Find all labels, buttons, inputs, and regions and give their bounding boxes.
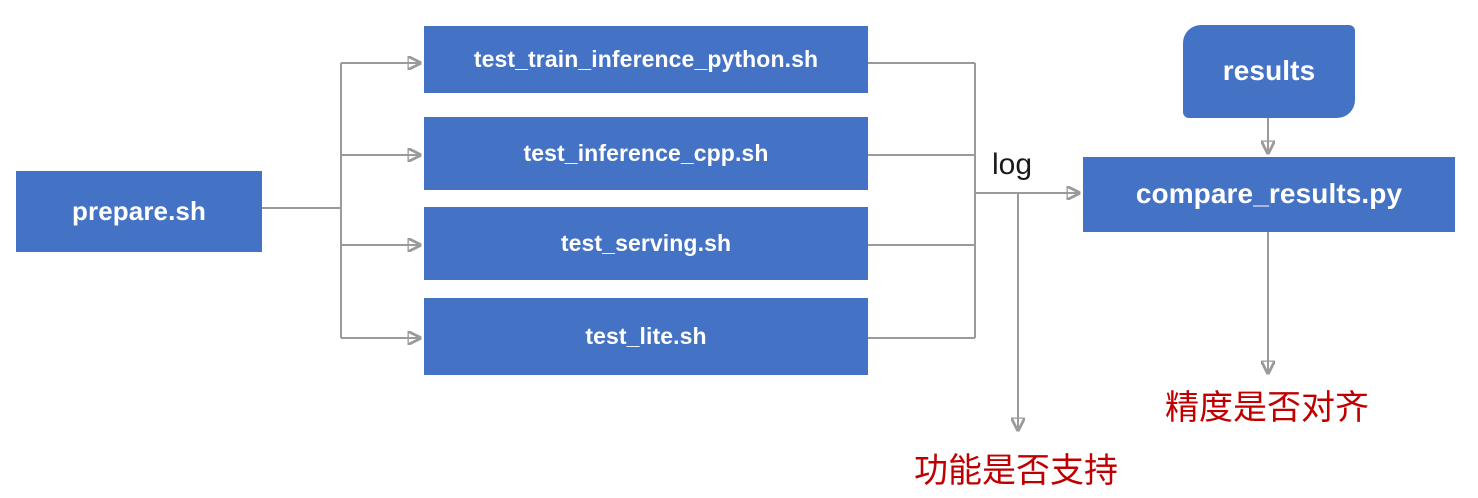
edge-label-log: log — [992, 148, 1033, 181]
node-test-inference-cpp-sh[interactable]: test_inference_cpp.sh — [424, 117, 868, 190]
node-compare-results-py[interactable]: compare_results.py — [1083, 157, 1455, 232]
node-test-serving-sh[interactable]: test_serving.sh — [424, 207, 868, 280]
node-test-serving-sh-label: test_serving.sh — [560, 230, 732, 257]
annotation-feature-support: 功能是否支持 — [914, 452, 1118, 490]
node-test-train-inference-python-sh-label: test_train_inference_python.sh — [473, 46, 819, 73]
node-results-label: results — [1222, 55, 1316, 87]
node-test-lite-sh[interactable]: test_lite.sh — [424, 298, 868, 375]
node-prepare-sh[interactable]: prepare.sh — [16, 171, 262, 252]
node-test-inference-cpp-sh-label: test_inference_cpp.sh — [523, 140, 769, 167]
node-test-train-inference-python-sh[interactable]: test_train_inference_python.sh — [424, 26, 868, 93]
node-prepare-sh-label: prepare.sh — [72, 195, 206, 226]
node-results[interactable]: results — [1183, 25, 1355, 118]
node-test-lite-sh-label: test_lite.sh — [585, 323, 707, 350]
node-compare-results-py-label: compare_results.py — [1135, 178, 1403, 210]
annotation-accuracy-aligned: 精度是否对齐 — [1165, 389, 1369, 427]
